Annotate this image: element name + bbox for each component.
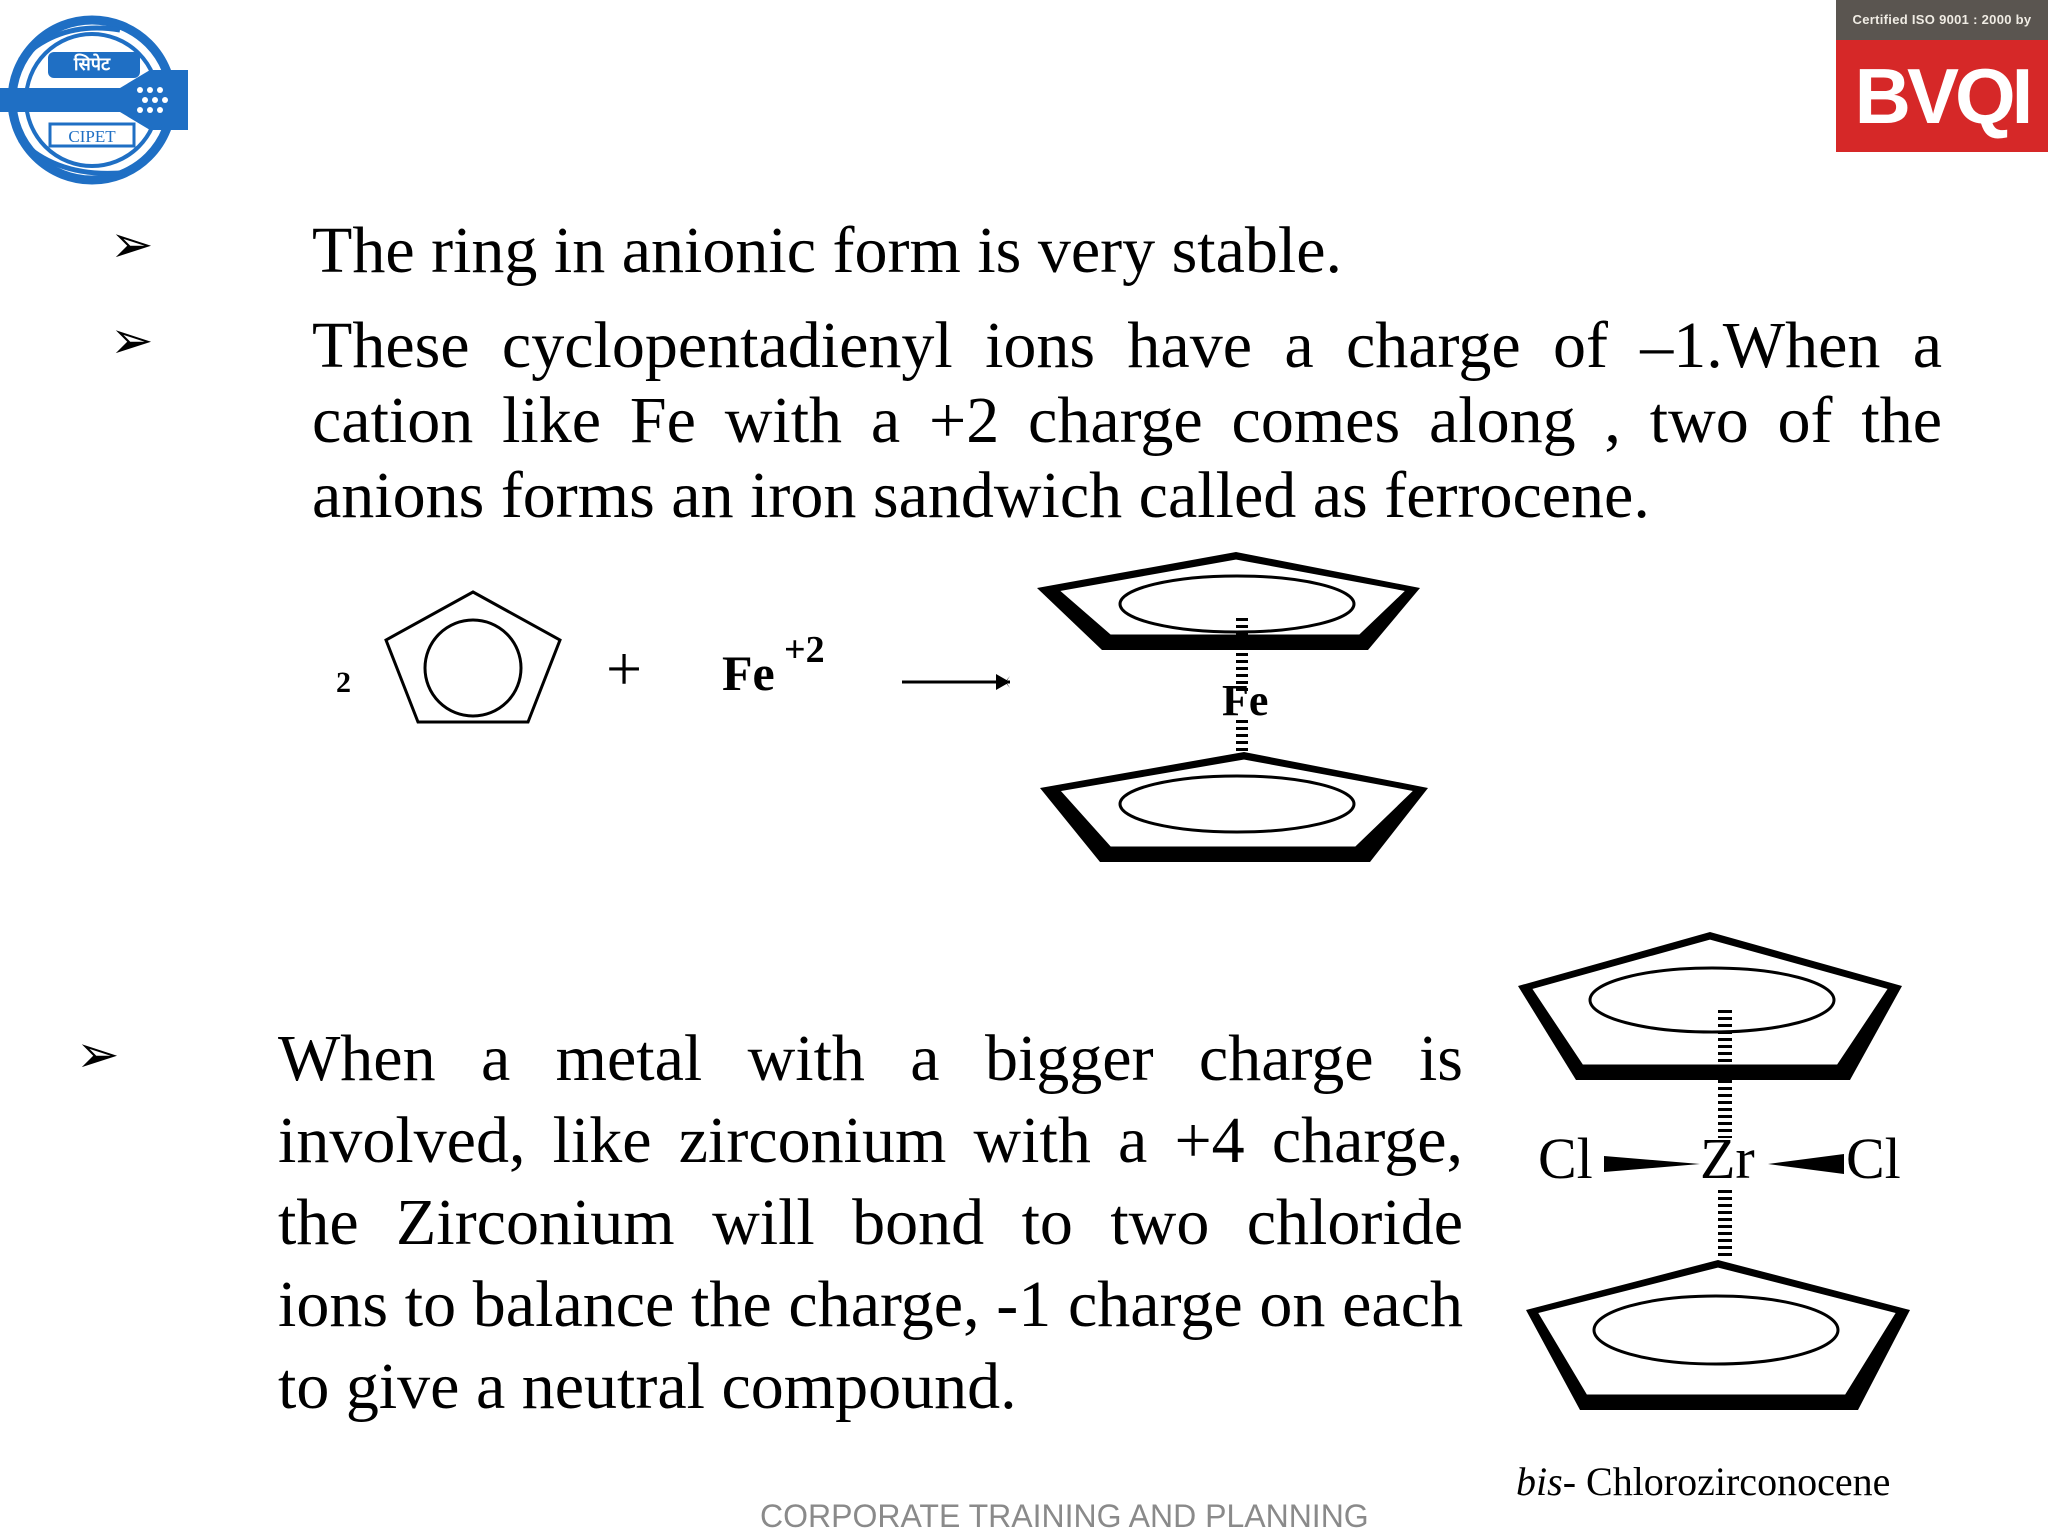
cipet-hindi-label: सिपेट xyxy=(73,53,111,74)
zr-left-chloride: Cl xyxy=(1538,1126,1593,1191)
bullet-text-1: The ring in anionic form is very stable. xyxy=(312,214,1343,287)
cyclopentadienyl-ring xyxy=(384,590,562,724)
wedge-bond-left xyxy=(1604,1156,1700,1172)
bullet-text-2: These cyclopentadienyl ions have a charg… xyxy=(312,309,1942,532)
bullet-arrow-3: ➢ xyxy=(76,1027,120,1084)
zirconocene-bottom-ring xyxy=(1526,1260,1910,1410)
bvqi-logo: Certified ISO 9001 : 2000 by BVQI xyxy=(1836,0,2048,155)
cipet-logo: सिपेट CIPET xyxy=(0,0,205,200)
footer-text: CORPORATE TRAINING AND PLANNING xyxy=(760,1498,1369,1534)
reaction-charge: +2 xyxy=(784,629,825,671)
wedge-bond-right xyxy=(1768,1154,1844,1174)
bvqi-cert-text: Certified ISO 9001 : 2000 by xyxy=(1836,0,2048,40)
bullet-text-3: When a metal with a bigger charge is inv… xyxy=(278,1022,1463,1423)
ferrocene-reaction: 2 + Fe +2 Fe xyxy=(320,540,1440,880)
bvqi-brand: BVQI xyxy=(1836,40,2048,152)
cipet-logo-graphic: सिपेट CIPET xyxy=(0,15,188,185)
bullet-arrow-2: ➢ xyxy=(110,313,154,370)
reaction-plus: + xyxy=(606,633,642,704)
aromatic-circle xyxy=(423,618,523,718)
zr-right-chloride: Cl xyxy=(1846,1126,1901,1191)
reaction-arrowhead xyxy=(996,674,1010,690)
zirconocene-top-ring xyxy=(1518,932,1902,1080)
caption-name: - Chlorozirconocene xyxy=(1562,1459,1891,1504)
reaction-coefficient: 2 xyxy=(336,666,351,699)
zirconocene-diagram: Cl Zr Cl xyxy=(1500,920,1940,1420)
zirconocene-structure: Cl Zr Cl xyxy=(1518,932,1910,1410)
ferrocene-top-ring xyxy=(1037,552,1420,650)
caption-italic: bis xyxy=(1516,1459,1563,1504)
ferrocene-bottom-ring xyxy=(1040,752,1428,862)
ferrocene-reaction-diagram: 2 + Fe +2 Fe xyxy=(336,552,1428,862)
zirconocene-caption: bis- Chlorozirconocene xyxy=(1516,1458,1936,1506)
zr-metal: Zr xyxy=(1700,1126,1755,1191)
ferrocene-metal: Fe xyxy=(1222,676,1268,725)
reaction-metal: Fe xyxy=(722,645,775,701)
cipet-label: CIPET xyxy=(68,127,116,146)
bullet-arrow-1: ➢ xyxy=(110,217,154,274)
